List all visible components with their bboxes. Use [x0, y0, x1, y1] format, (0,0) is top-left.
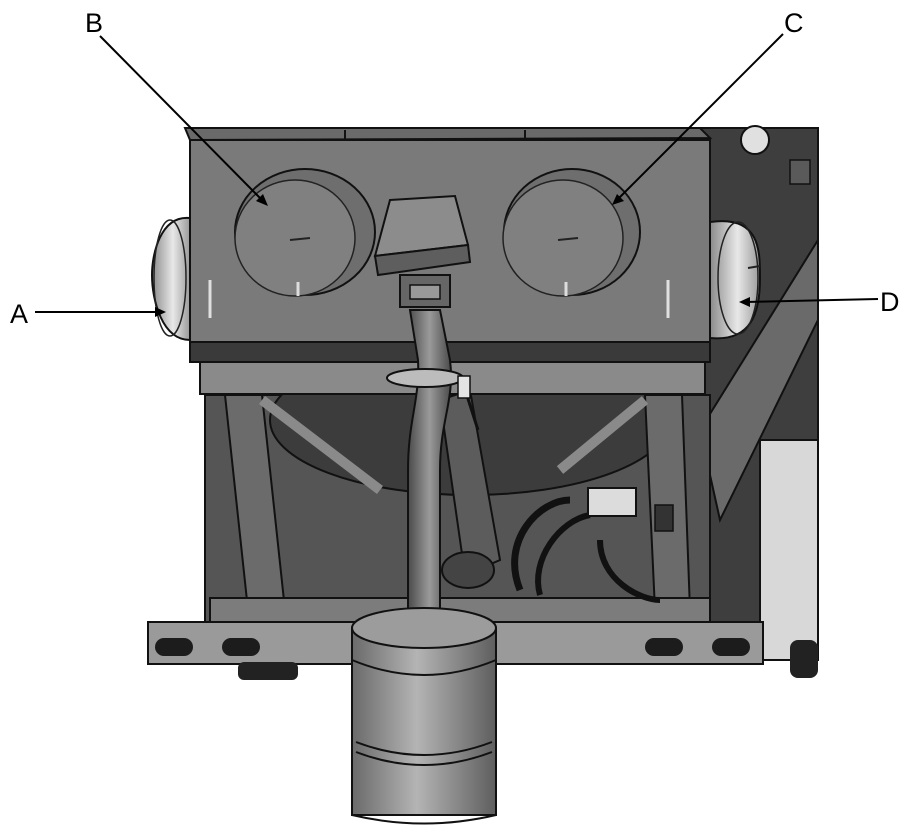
wheel-left [238, 662, 298, 680]
hydraulic-lines [511, 487, 674, 603]
glove-port-b [234, 168, 376, 297]
glove-port-c [502, 168, 641, 297]
glove-port-d [709, 220, 762, 340]
wheel-right [790, 640, 818, 678]
callout-label-d: D [880, 287, 900, 317]
discharge-chute [438, 388, 502, 589]
callout-label-b: B [85, 8, 103, 38]
callout-label-c: C [784, 8, 804, 38]
hydraulic-valve [587, 487, 637, 517]
callout-label-a: A [10, 299, 28, 329]
pressure-gauge [740, 125, 770, 155]
leader-c [617, 33, 784, 200]
side-structure [698, 125, 819, 661]
leader-b [99, 35, 263, 201]
glove-port-a [150, 216, 191, 342]
feeder-hatch [373, 194, 472, 308]
leader-d [744, 298, 879, 303]
collection-drum [351, 607, 497, 825]
callout-leaders [35, 33, 879, 317]
